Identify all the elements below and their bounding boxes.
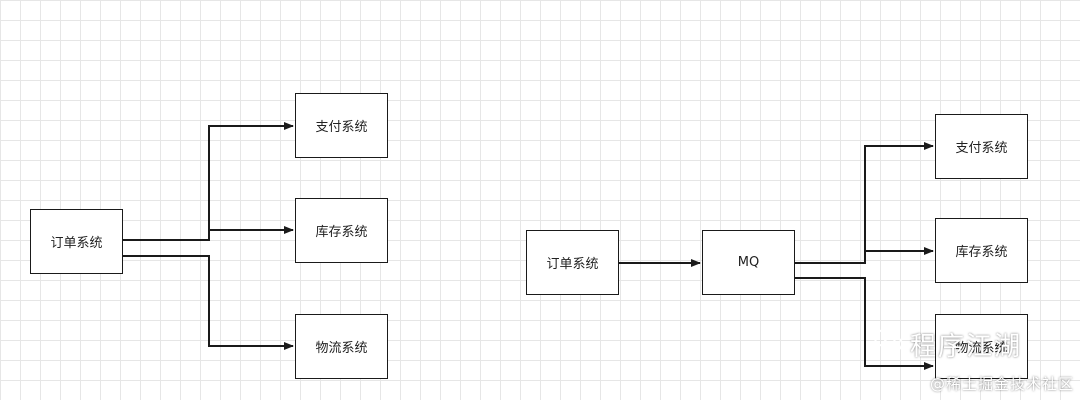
mq-label: MQ	[737, 255, 760, 270]
left-payment-system-box: 支付系统	[295, 93, 388, 158]
wechat-icon	[874, 328, 904, 360]
right-logistics-system-box: 物流系统	[935, 314, 1028, 379]
arrow-mq-to-payment	[795, 142, 934, 264]
left-payment-system-label: 支付系统	[315, 120, 368, 135]
right-inventory-system-box: 库存系统	[935, 218, 1028, 283]
left-inventory-system-label: 库存系统	[315, 225, 368, 240]
right-payment-system-box: 支付系统	[935, 114, 1028, 179]
right-order-system-box: 订单系统	[526, 230, 619, 295]
arrow-order-to-inventory	[123, 226, 294, 241]
right-order-system-label: 订单系统	[546, 257, 599, 272]
arrow-order-to-payment	[123, 122, 294, 241]
watermark-title: 程序江湖	[910, 332, 1023, 362]
left-logistics-system-box: 物流系统	[295, 314, 388, 379]
left-order-system-box: 订单系统	[30, 209, 123, 274]
left-order-system-label: 订单系统	[50, 236, 103, 251]
right-logistics-system-label: 物流系统	[955, 341, 1008, 356]
right-inventory-system-label: 库存系统	[955, 245, 1008, 260]
arrow-order-to-logistics	[123, 255, 294, 350]
right-payment-system-label: 支付系统	[955, 141, 1008, 156]
mq-box: MQ	[702, 230, 795, 295]
arrow-mq-to-logistics	[795, 277, 934, 370]
left-inventory-system-box: 库存系统	[295, 198, 388, 263]
watermark: 程序江湖 @稀土掘金技术社区	[874, 326, 1074, 396]
arrow-mq-to-inventory	[795, 247, 934, 264]
left-logistics-system-label: 物流系统	[315, 341, 368, 356]
watermark-subtitle: @稀土掘金技术社区	[929, 375, 1074, 393]
